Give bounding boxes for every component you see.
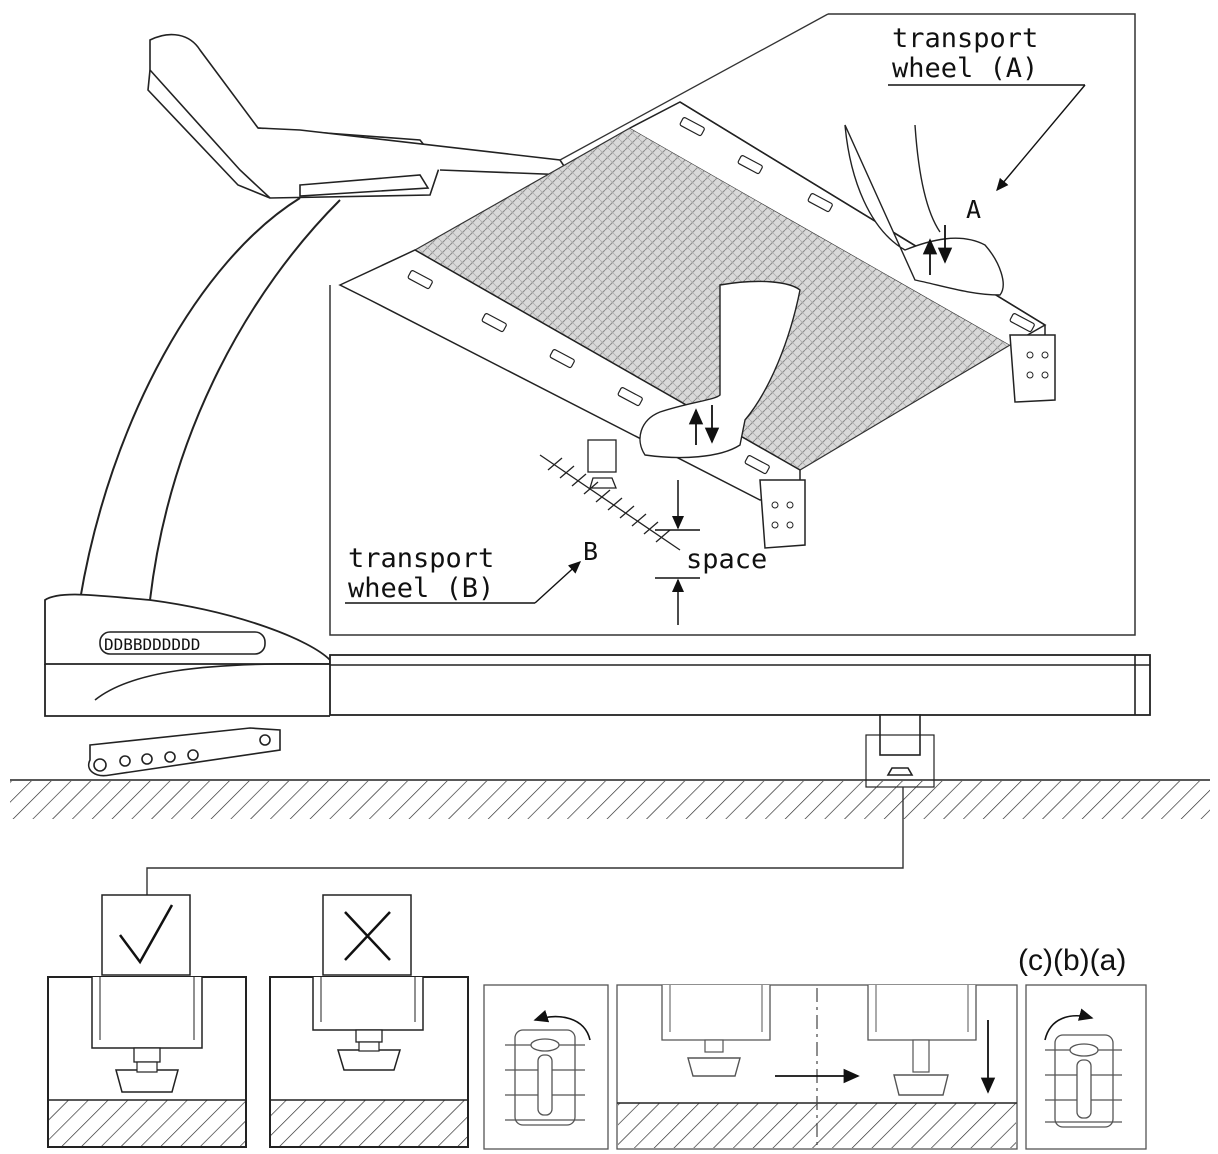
star-knob-icon	[1045, 1034, 1122, 1128]
letter-a-label: A	[966, 195, 981, 224]
panel-knob-rotate-right	[1025, 984, 1147, 1150]
sequence-label: (c)(b)(a)	[1018, 944, 1126, 977]
check-mark-icon	[101, 894, 191, 976]
floor	[10, 779, 1210, 819]
hand-left	[639, 280, 801, 459]
star-knob-icon	[505, 1029, 585, 1126]
hood-vent-slots: DDBBDDDDDD	[99, 631, 266, 655]
detail-connector	[146, 787, 904, 895]
inset-ground-hatch	[539, 454, 681, 551]
treadmill-side-view: DDBBDDDDDD	[44, 33, 1151, 788]
panel-knob-rotate-left	[483, 984, 609, 1150]
panel-lowering-sequence	[616, 984, 1018, 1150]
svg-text:DDBBDDDDDD: DDBBDDDDDD	[104, 635, 200, 654]
transport-wheel-b-label-2: wheel (B)	[348, 573, 494, 604]
transport-wheel-b-label-1: transport	[348, 543, 494, 574]
rotate-right-arrow-icon	[1044, 1008, 1094, 1041]
panel-incorrect	[269, 976, 469, 1148]
lift-arrows-b	[688, 405, 720, 445]
cross-mark-icon	[322, 894, 412, 976]
rotate-left-arrow-icon	[533, 1010, 591, 1041]
transport-wheel-a-label-1: transport	[892, 23, 1038, 54]
panel-correct	[47, 976, 247, 1148]
lift-arrows-a	[922, 225, 953, 275]
detail-inset	[329, 13, 1136, 636]
space-dimension	[655, 480, 700, 625]
letter-b-label: B	[583, 537, 598, 566]
transport-wheel-a-label-2: wheel (A)	[892, 53, 1038, 84]
space-label: space	[686, 544, 767, 575]
hand-right	[844, 124, 1004, 296]
